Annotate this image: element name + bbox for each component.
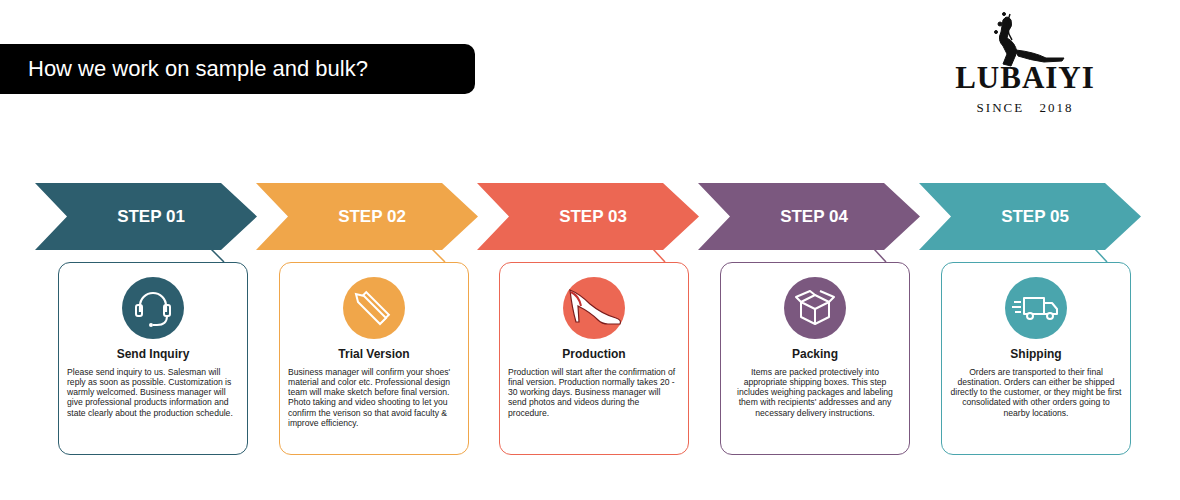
chevron-fill <box>919 183 1141 250</box>
high-heel-icon <box>563 277 625 339</box>
step-label: STEP 02 <box>256 183 478 250</box>
step-chevron: STEP 01 <box>35 183 257 250</box>
step-chevron: STEP 02 <box>256 183 478 250</box>
truck-icon <box>1005 277 1067 339</box>
card-connector <box>653 249 665 262</box>
card-heading: Packing <box>729 347 901 361</box>
step-label: STEP 05 <box>919 183 1141 250</box>
step-card: Trial VersionBusiness manager will confi… <box>279 262 469 455</box>
card-heading: Trial Version <box>288 347 460 361</box>
card-heading: Shipping <box>950 347 1122 361</box>
chevron-fill <box>35 183 257 250</box>
card-description: Orders are transported to their final de… <box>950 367 1122 418</box>
step-chevron: STEP 03 <box>477 183 699 250</box>
step-label: STEP 04 <box>698 183 920 250</box>
card-connector <box>432 249 445 262</box>
logo-since: SINCE 2018 <box>930 100 1120 116</box>
step-label: STEP 03 <box>477 183 699 250</box>
title-bar: How we work on sample and bulk? <box>0 44 475 94</box>
card-connector <box>874 249 886 262</box>
step-label: STEP 01 <box>35 183 257 250</box>
step-chevron: STEP 05 <box>919 183 1141 250</box>
chevron-fill <box>698 183 920 250</box>
headset-icon <box>122 277 184 339</box>
logo-silhouette <box>995 13 1065 67</box>
card-heading: Send Inquiry <box>67 347 239 361</box>
card-description: Please send inquiry to us. Salesman will… <box>67 367 239 418</box>
box-icon <box>784 277 846 339</box>
card-connector <box>1095 249 1107 262</box>
card-description: Items are packed protectively into appro… <box>729 367 901 418</box>
step-card: ShippingOrders are transported to their … <box>941 262 1131 455</box>
step-card: PackingItems are packed protectively int… <box>720 262 910 455</box>
chevron-fill <box>256 183 478 250</box>
card-description: Production will start after the confirma… <box>508 367 680 418</box>
logo-name: LUBAIYI <box>930 60 1120 96</box>
title-text: How we work on sample and bulk? <box>0 44 475 94</box>
card-heading: Production <box>508 347 680 361</box>
pencil-ruler-icon <box>343 277 405 339</box>
card-connector <box>211 249 224 262</box>
step-card: Send InquiryPlease send inquiry to us. S… <box>58 262 248 455</box>
chevron-fill <box>477 183 699 250</box>
step-card: ProductionProduction will start after th… <box>499 262 689 455</box>
card-description: Business manager will confirm your shoes… <box>288 367 460 428</box>
step-chevron: STEP 04 <box>698 183 920 250</box>
